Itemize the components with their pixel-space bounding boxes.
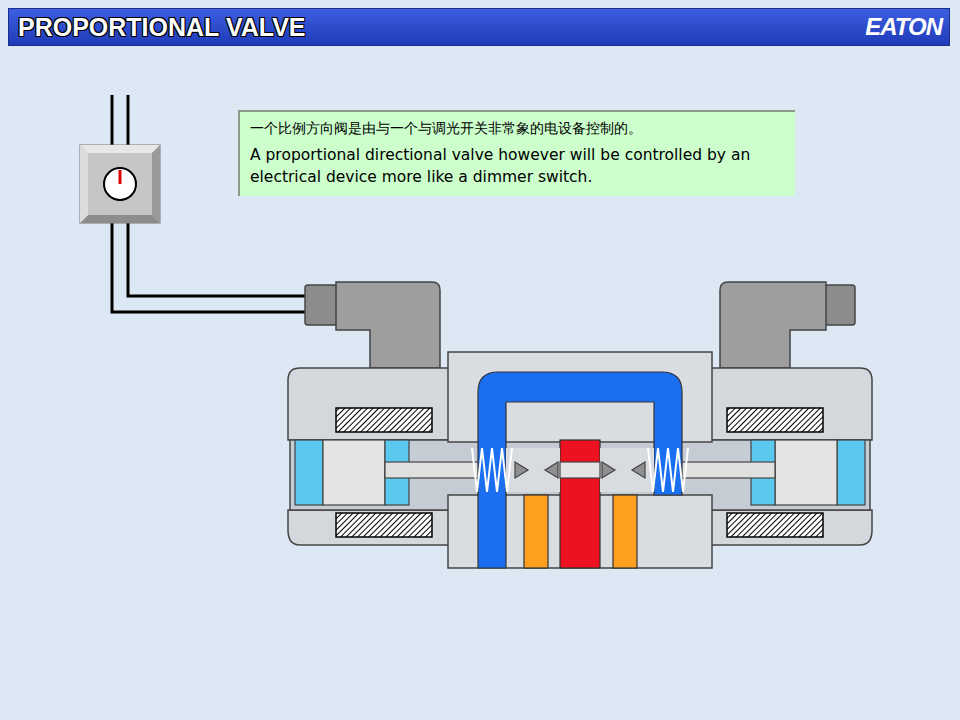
spring-coil	[472, 448, 512, 492]
spring	[472, 448, 688, 492]
note-text: 一个比例方向阀是由与一个与调光开关非常象的电设备控制的。	[250, 118, 785, 138]
note-box: 一个比例方向阀是由与一个与调光开关非常象的电设备控制的。 A proportion…	[238, 110, 795, 196]
slide-title: PROPORTIONAL VALVE	[18, 12, 306, 42]
valve-body	[288, 352, 872, 568]
spring-coil	[648, 448, 688, 492]
note-text: A proportional directional valve however…	[250, 144, 785, 188]
spool	[506, 448, 654, 492]
company-logo: EATON	[865, 13, 942, 41]
dimmer-switch	[80, 145, 160, 223]
